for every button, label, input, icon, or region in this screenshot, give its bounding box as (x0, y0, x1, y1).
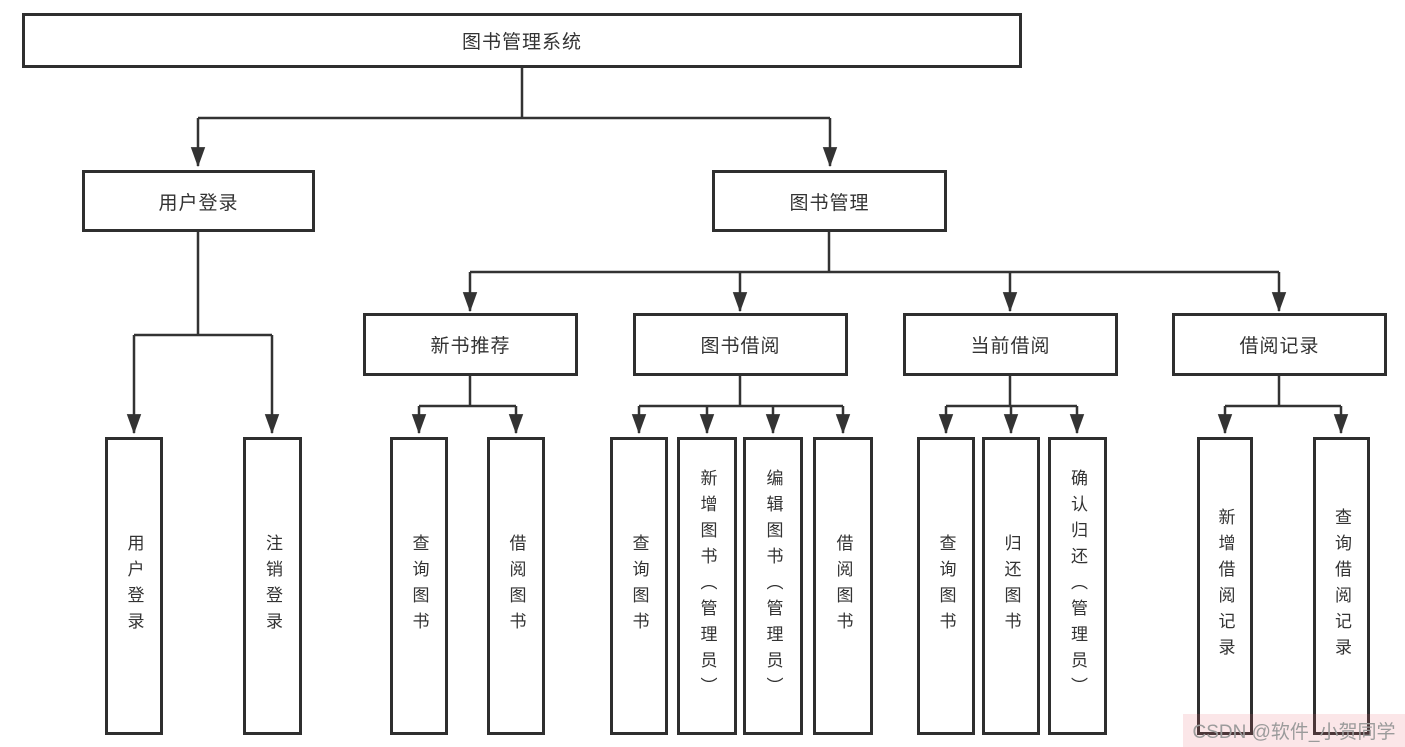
leaf-newbook-borrow: 借阅图书 (487, 437, 545, 735)
leaf-current-confirm-label: 确认归还（管理员） (1068, 469, 1087, 703)
node-root-label: 图书管理系统 (461, 32, 582, 53)
leaf-logout-label: 注销登录 (263, 534, 282, 638)
node-borrow-records: 借阅记录 (1172, 313, 1387, 376)
leaf-newbook-borrow-label: 借阅图书 (506, 534, 526, 638)
node-current-borrow: 当前借阅 (903, 313, 1118, 376)
leaf-user-login-label: 用户登录 (124, 534, 144, 638)
node-borrow-records-label: 借阅记录 (1239, 336, 1320, 357)
leaf-logout: 注销登录 (243, 437, 302, 735)
leaf-current-query-label: 查询图书 (936, 534, 956, 638)
leaf-bookborrow-borrow: 借阅图书 (813, 437, 873, 735)
node-root: 图书管理系统 (22, 13, 1022, 68)
leaf-bookborrow-edit: 编辑图书（管理员） (743, 437, 803, 735)
node-user-login-label: 用户登录 (158, 192, 239, 214)
node-book-borrow: 图书借阅 (633, 313, 848, 376)
csdn-watermark: CSDN @软件_小贺同学 (1183, 714, 1405, 747)
leaf-current-query: 查询图书 (917, 437, 975, 735)
leaf-bookborrow-query: 查询图书 (610, 437, 668, 735)
leaf-bookborrow-query-label: 查询图书 (629, 534, 649, 638)
leaf-newbook-query: 查询图书 (390, 437, 448, 735)
node-user-login: 用户登录 (82, 170, 315, 232)
node-current-borrow-label: 当前借阅 (970, 336, 1051, 357)
leaf-current-return-label: 归还图书 (1001, 534, 1021, 638)
leaf-records-add: 新增借阅记录 (1197, 437, 1253, 735)
leaf-user-login: 用户登录 (105, 437, 163, 735)
node-book-mgmt: 图书管理 (712, 170, 947, 232)
leaf-current-confirm: 确认归还（管理员） (1048, 437, 1107, 735)
node-book-borrow-label: 图书借阅 (700, 336, 781, 357)
leaf-bookborrow-add: 新增图书（管理员） (677, 437, 737, 735)
leaf-records-query-label: 查询借阅记录 (1332, 508, 1351, 664)
leaf-records-query: 查询借阅记录 (1313, 437, 1370, 735)
leaf-records-add-label: 新增借阅记录 (1215, 508, 1235, 664)
node-new-book-rec: 新书推荐 (363, 313, 578, 376)
leaf-newbook-query-label: 查询图书 (409, 534, 429, 638)
leaf-bookborrow-add-label: 新增图书（管理员） (697, 469, 717, 703)
leaf-bookborrow-edit-label: 编辑图书（管理员） (763, 469, 783, 703)
leaf-bookborrow-borrow-label: 借阅图书 (833, 534, 853, 638)
node-book-mgmt-label: 图书管理 (789, 192, 870, 214)
csdn-watermark-text: CSDN @软件_小贺同学 (1192, 722, 1396, 743)
leaf-current-return: 归还图书 (982, 437, 1040, 735)
node-new-book-rec-label: 新书推荐 (430, 336, 511, 357)
